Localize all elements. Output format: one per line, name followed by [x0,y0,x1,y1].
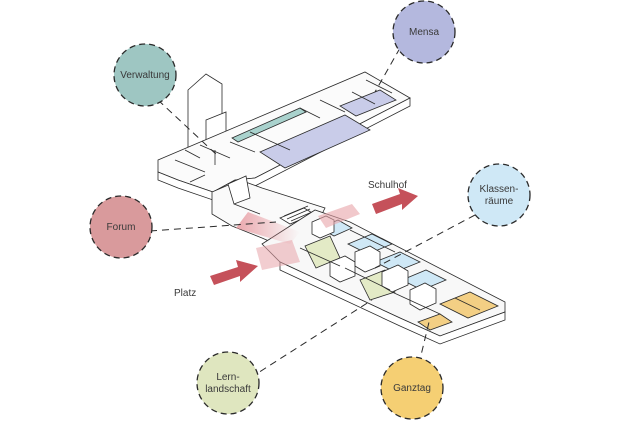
bubble-forum-circle [89,195,153,259]
lower-wing [261,209,506,345]
schulhof-arrow [372,188,418,214]
forum-connector [149,221,277,232]
bubble-lernlandschaft-label-2: landschaft [205,384,251,395]
bubble-mensa-circle [392,0,456,64]
klassenraeume-connector [374,214,476,269]
bubble-klassenraeume-label-2: räume [485,196,514,207]
lernlandschaft-connector [249,299,373,379]
bubble-klassenraeume: Klassen- räume [467,163,531,227]
bubble-lernlandschaft: Lern- landschaft [196,351,260,415]
verwaltung-area [231,107,307,143]
platz-label: Platz [174,288,196,299]
bubble-forum-label: Forum [107,222,136,233]
stair [279,205,315,225]
bubble-klassenraeume-label-1: Klassen- [480,184,519,195]
bubble-ganztag: Ganztag [380,356,444,420]
platz-arrow [210,260,258,285]
upper-wing [157,71,411,201]
classroom-3 [401,269,447,291]
bubble-klassenraeume-circle [467,163,531,227]
bubble-verwaltung-circle [113,43,177,107]
forum-glow [236,204,360,270]
schulhof-label: Schulhof [368,180,407,191]
bubble-lernlandschaft-circle [196,351,260,415]
bubble-ganztag-circle [380,356,444,420]
bubble-verwaltung-label: Verwaltung [120,70,169,81]
bubble-mensa: Mensa [392,0,456,64]
bubble-ganztag-label: Ganztag [393,383,431,394]
ganztag-connector [415,317,431,377]
mensa-connector [374,47,401,93]
verwaltung-connector [157,99,219,157]
bubble-mensa-label: Mensa [409,27,439,38]
bubble-forum: Forum [89,195,153,259]
bubble-lernlandschaft-label-1: Lern- [216,372,239,383]
connector-lines [149,47,476,379]
mensa-area [259,114,371,169]
bubble-verwaltung: Verwaltung [113,43,177,107]
classroom-2 [374,251,421,273]
